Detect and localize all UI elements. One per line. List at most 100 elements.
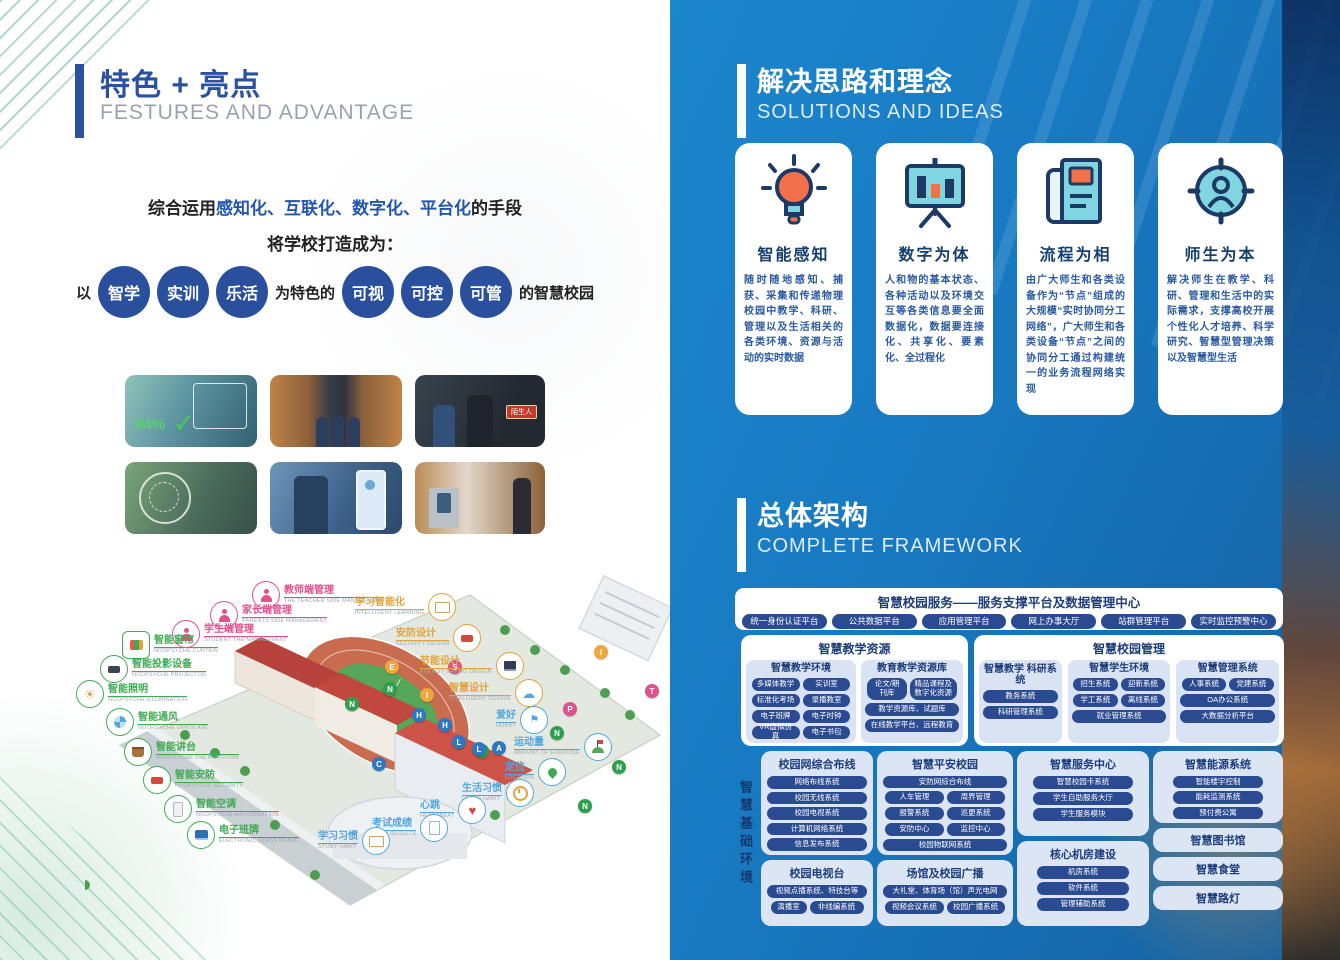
- library-box: 智慧图书馆: [1153, 828, 1283, 852]
- check-icon: ✓: [173, 408, 195, 438]
- system-pill: 教务系统: [983, 690, 1058, 703]
- open-book-icon: [362, 827, 390, 855]
- solution-card-perception: 智能感知 随时随地感知、捕获、采集和传递物理校园中教学、科研、管理以及生活相关的…: [735, 143, 852, 415]
- service-pill: 统一身份认证平台: [742, 614, 827, 629]
- service-center-group: 智慧服务中心 智慧校园卡系统 学生自助服务大厅 学生服务模块: [1017, 751, 1149, 836]
- system-pill: 人事系统: [1181, 677, 1227, 691]
- photo-face-terminal: [270, 462, 402, 534]
- solar-panel-icon: [495, 652, 524, 680]
- teaching-resources-box: 智慧教学资源 智慧教学环境 多媒体教学 实训室 标准化考场 录播教室 电子班牌 …: [741, 635, 968, 746]
- map-pin: L: [472, 742, 486, 756]
- map-pin: L: [452, 735, 466, 749]
- parent-icon: [210, 601, 238, 629]
- clock-icon: [506, 779, 534, 807]
- photo-students-gate: [270, 375, 402, 447]
- intro-line-2: 将学校打造成为：: [267, 235, 403, 254]
- left-page-title: 特色 + 亮点: [100, 69, 262, 102]
- map-pin: I: [420, 688, 434, 702]
- system-pill: 安防网综合布线: [883, 776, 1007, 788]
- box-title: 智慧校园管理: [1092, 642, 1165, 656]
- photo-face-scan-woman: [125, 462, 257, 534]
- photo-face-recognition: 94% ✓: [125, 375, 257, 447]
- system-pill: 智能楼宇控制: [1173, 776, 1263, 789]
- badge-suffix: 的智慧校园: [519, 284, 595, 302]
- badge-middle: 为特色的: [274, 284, 335, 302]
- badge-circle: 实训: [156, 266, 209, 318]
- golf-icon: [583, 733, 612, 761]
- solution-card-people: 师生为本 解决师生在教学、科研、管理和生活中的实际需求，支撑高校开展个性化人才培…: [1158, 143, 1283, 415]
- teacher-icon: [252, 581, 280, 609]
- canteen-box: 智慧食堂: [1153, 857, 1283, 881]
- system-pill: 电子时钟: [802, 709, 851, 723]
- streetlight-box: 智慧路灯: [1153, 886, 1283, 910]
- machine-room-group: 核心机房建设 机房系统 软件系统 管理辅助系统: [1017, 841, 1149, 926]
- system-pill: 离线系统: [1120, 693, 1166, 707]
- energy-group: 智慧能源系统 智能楼宇控制 能耗监测系统 预付费公寓: [1153, 751, 1283, 823]
- system-pill: 软件系统: [1037, 882, 1129, 895]
- book-icon: [428, 593, 456, 621]
- stranger-badge: 陌生人: [506, 405, 537, 419]
- photo-stranger-alert: 陌生人: [415, 375, 545, 447]
- map-pin: N: [550, 726, 564, 740]
- card-title: 流程为相: [1039, 247, 1112, 264]
- lightbulb-icon: [744, 143, 843, 239]
- system-pill: 视频会议系统: [885, 901, 944, 914]
- solutions-subtitle: SOLUTIONS AND IDEAS: [757, 101, 1004, 123]
- system-pill: 实训室: [802, 677, 851, 691]
- map-pin: H: [438, 718, 452, 732]
- system-pill: 校园广播系统: [946, 901, 1005, 914]
- system-pill: 预付费公寓: [1173, 806, 1263, 819]
- student-figure: [332, 415, 344, 447]
- student-figure: [316, 417, 328, 447]
- system-pill: 校园电视系统: [767, 807, 867, 820]
- scan-ring-icon: [139, 472, 191, 524]
- map-pin: N: [612, 760, 626, 774]
- fan-icon: [106, 708, 134, 736]
- projector-icon: [100, 655, 128, 683]
- map-pin: E: [385, 660, 399, 674]
- target-person-icon: [1167, 143, 1274, 239]
- cctv-icon: [453, 624, 482, 652]
- system-pill: 招生系统: [1073, 677, 1118, 691]
- map-pin: N: [578, 799, 592, 813]
- person-figure: [294, 476, 328, 534]
- management-subbox: 智慧管理系统 人事系统 党建系统 OA办公系统 大数据分析平台: [1176, 660, 1279, 743]
- badge-circle: 可控: [401, 266, 453, 318]
- system-pill: 能耗监测系统: [1173, 791, 1263, 804]
- map-pin: A: [492, 741, 506, 755]
- aircon-icon: [164, 795, 192, 823]
- face-terminal-device: [356, 470, 386, 530]
- system-pill: 演播室: [770, 901, 807, 914]
- service-pill: 网上办事大厅: [1011, 614, 1097, 629]
- badge-circle: 可管: [460, 266, 512, 318]
- chart-board-icon: [885, 143, 984, 239]
- badge-circle: 智学: [97, 266, 150, 318]
- service-pill: 实时监控预警中心: [1191, 614, 1276, 629]
- lamp-icon: ☀: [76, 680, 104, 708]
- cabling-group: 校园网综合布线 网络布线系统 校园无线系统 校园电视系统 计算机网络系统 信息发…: [761, 751, 873, 855]
- teaching-env-subbox: 智慧教学环境 多媒体教学 实训室 标准化考场 录播教室 电子班牌 电子时钟 VR…: [746, 660, 856, 743]
- podium-icon: [124, 738, 152, 766]
- box-title: 智慧教学资源: [818, 642, 891, 656]
- campus-illustration: [85, 575, 670, 906]
- card-body: 解决师生在教学、科研、管理和生活中的实际需求，支撑高校开展个性化人才培养、科学研…: [1167, 275, 1274, 364]
- badge-circle: 可视: [342, 266, 394, 318]
- photo-access-gate: [415, 462, 545, 534]
- badge-row: 以 智学 实训 乐活 为特色的 可视 可控 可管 的智慧校园: [0, 260, 670, 324]
- student-figure: [348, 417, 360, 447]
- intro-seg1: 综合运用: [148, 199, 216, 218]
- system-pill: 计算机网络系统: [767, 822, 867, 836]
- card-title: 数字为体: [898, 247, 971, 264]
- service-pill: 公共数据平台: [831, 614, 917, 629]
- solution-card-digital: 数字为体 人和物的基本状态、各种活动以及环境交互等各类信息要全面数据化，数据要连…: [876, 143, 993, 415]
